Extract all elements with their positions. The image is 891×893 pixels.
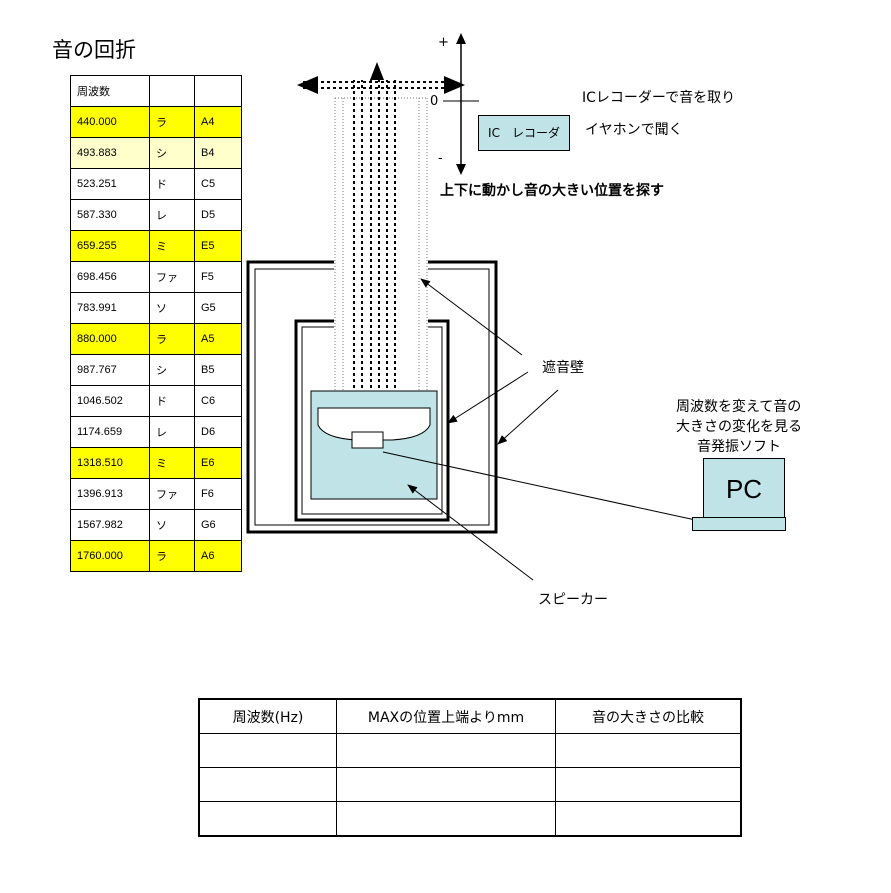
table-cell[interactable] xyxy=(336,767,556,802)
table-cell[interactable] xyxy=(555,767,742,802)
sound-paths xyxy=(303,80,452,388)
header-cell: 音の大きさの比較 xyxy=(555,698,742,734)
header-cell: 周波数(Hz) xyxy=(198,698,337,734)
table-row xyxy=(198,801,742,837)
pc-keyboard xyxy=(692,517,786,531)
sound-channel-gap xyxy=(334,98,428,390)
note-cell: A4 xyxy=(194,106,242,138)
recorder-note-line2: イヤホンで聞く xyxy=(585,122,683,138)
left-arrow-icon xyxy=(297,76,318,94)
table-cell[interactable] xyxy=(198,767,337,802)
instruction-text: 上下に動かし音の大きい位置を探す xyxy=(440,183,664,199)
note-cell: A5 xyxy=(194,323,242,355)
note-cell: G5 xyxy=(194,292,242,324)
channel-walls xyxy=(334,97,428,390)
note-cell: G6 xyxy=(194,509,242,541)
results-header-row: 周波数(Hz) MAXの位置上端よりmm 音の大きさの比較 xyxy=(198,698,742,734)
kana-cell: レ xyxy=(149,199,195,231)
note-cell: E5 xyxy=(194,230,242,262)
freq-cell: 1174.659 xyxy=(70,416,150,448)
ic-recorder: IC レコーダ xyxy=(478,115,570,151)
axis-plus-label: + xyxy=(438,35,449,50)
freq-cell: 523.251 xyxy=(70,168,150,200)
table-cell[interactable] xyxy=(198,801,337,837)
table-cell[interactable] xyxy=(555,801,742,837)
freq-cell: 493.883 xyxy=(70,137,150,169)
header-cell xyxy=(149,75,195,107)
pc-note-line3: 音発振ソフト xyxy=(697,439,781,455)
kana-cell: ラ xyxy=(149,106,195,138)
right-arrow-icon xyxy=(444,76,465,94)
kana-cell: ド xyxy=(149,168,195,200)
vertical-axis xyxy=(443,33,479,175)
header-cell xyxy=(194,75,242,107)
freq-cell: 659.255 xyxy=(70,230,150,262)
results-table: 周波数(Hz) MAXの位置上端よりmm 音の大きさの比較 xyxy=(198,698,742,837)
table-cell[interactable] xyxy=(555,733,742,768)
table-cell[interactable] xyxy=(198,733,337,768)
speaker-label: スピーカー xyxy=(538,592,608,608)
note-cell: D5 xyxy=(194,199,242,231)
note-cell: A6 xyxy=(194,540,242,572)
axis-minus-label: - xyxy=(438,151,443,166)
freq-cell: 1760.000 xyxy=(70,540,150,572)
speaker-pointer xyxy=(407,484,534,581)
speaker-cable xyxy=(382,451,701,522)
table-cell[interactable] xyxy=(336,733,556,768)
note-cell: F6 xyxy=(194,478,242,510)
recorder-note-line1: ICレコーダーで音を取り xyxy=(582,90,736,106)
pc-monitor: PC xyxy=(703,458,785,518)
kana-cell: シ xyxy=(149,354,195,386)
axis-zero-label: 0 xyxy=(430,94,439,109)
page-title: 音の回折 xyxy=(52,38,136,62)
header-cell: MAXの位置上端よりmm xyxy=(336,698,556,734)
freq-cell: 1567.982 xyxy=(70,509,150,541)
kana-cell: ミ xyxy=(149,230,195,262)
note-cell: F5 xyxy=(194,261,242,293)
wall-label: 遮音壁 xyxy=(542,360,584,376)
wall-pointers xyxy=(420,278,559,445)
kana-cell: ラ xyxy=(149,540,195,572)
frequency-table-header: 周波数 xyxy=(70,75,242,107)
note-cell: B5 xyxy=(194,354,242,386)
pc-note-line1: 周波数を変えて音の xyxy=(676,399,802,415)
note-cell: E6 xyxy=(194,447,242,479)
table-cell[interactable] xyxy=(336,801,556,837)
speaker-cone xyxy=(317,407,431,441)
note-cell: C5 xyxy=(194,168,242,200)
note-cell: B4 xyxy=(194,137,242,169)
speaker-driver xyxy=(351,431,384,449)
table-row xyxy=(198,733,742,768)
kana-cell: シ xyxy=(149,137,195,169)
up-arrow-icon xyxy=(370,62,384,80)
note-cell: C6 xyxy=(194,385,242,417)
kana-cell: ラ xyxy=(149,323,195,355)
pc-note-line2: 大きさの変化を見る xyxy=(676,419,802,435)
freq-cell: 783.991 xyxy=(70,292,150,324)
table-row xyxy=(198,767,742,802)
header-cell: 周波数 xyxy=(70,75,150,107)
